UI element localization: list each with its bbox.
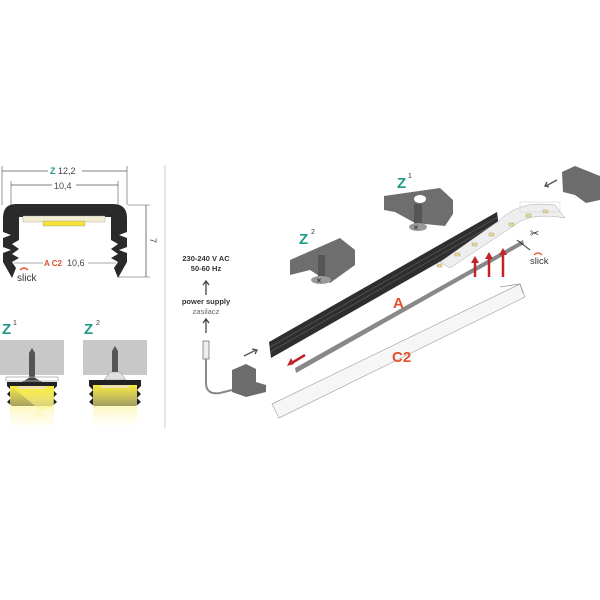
led-chips bbox=[436, 209, 549, 268]
z2-sup: 2 bbox=[96, 320, 100, 327]
voltage-label: 230-240 V AC bbox=[182, 254, 230, 263]
profile-outline bbox=[3, 204, 127, 278]
assembly-view: 230-240 V AC 50-60 Hz power supply zasil… bbox=[182, 166, 600, 419]
end-cap-left bbox=[232, 364, 266, 397]
cross-section: Z 12,2 10,4 7 A C2 10,6 slick bbox=[1, 164, 158, 284]
slick-logo: slick bbox=[530, 256, 549, 267]
power-cable bbox=[205, 359, 241, 395]
profile-rail bbox=[295, 240, 524, 373]
mounting-clip-z2: ✕ bbox=[290, 238, 355, 285]
arrow-icon bbox=[243, 348, 259, 357]
screw-icon bbox=[112, 346, 118, 373]
slick-logo-arc bbox=[19, 267, 29, 271]
inner-width-value: 10,4 bbox=[54, 181, 72, 191]
profile-label: A bbox=[393, 295, 404, 312]
cover-label: C2 bbox=[392, 349, 411, 366]
frequency-label: 50-60 Hz bbox=[191, 264, 222, 273]
z2-sup: 2 bbox=[311, 229, 315, 236]
outer-width-letter: Z bbox=[50, 166, 56, 176]
z1-sup: 1 bbox=[13, 320, 17, 327]
led-chip bbox=[42, 220, 86, 227]
arrow-up-icon bbox=[202, 279, 210, 295]
mounting-clip-z1: ✕ bbox=[384, 188, 453, 232]
led-strip bbox=[439, 203, 566, 269]
insert-arrows bbox=[287, 248, 507, 366]
svg-text:✕: ✕ bbox=[413, 225, 419, 232]
end-cap-right bbox=[562, 166, 600, 203]
z1-letter: Z bbox=[397, 175, 406, 192]
scissors-icon: ✂ bbox=[530, 228, 539, 240]
height-value: 7 bbox=[148, 238, 158, 243]
slick-logo-arc bbox=[533, 252, 543, 256]
mounting-z1: Z 1 bbox=[0, 320, 64, 426]
svg-text:✕: ✕ bbox=[316, 278, 322, 285]
bottom-letters: A C2 bbox=[44, 259, 62, 268]
z1-sup: 1 bbox=[408, 173, 412, 180]
mounting-z2: Z 2 bbox=[83, 320, 147, 426]
arrow-icon bbox=[543, 179, 558, 188]
bottom-width-value: 10,6 bbox=[67, 258, 85, 268]
outer-width-value: 12,2 bbox=[58, 166, 76, 176]
screw-icon bbox=[29, 348, 35, 377]
diffuser-cover bbox=[271, 283, 526, 419]
connector-plug bbox=[202, 340, 210, 360]
z2-letter: Z bbox=[299, 231, 308, 248]
power-supply-label-pl: zasilacz bbox=[193, 307, 220, 316]
slick-logo: slick bbox=[17, 273, 37, 284]
power-supply-label: power supply bbox=[182, 297, 231, 306]
z2-letter: Z bbox=[84, 321, 93, 338]
z1-letter: Z bbox=[2, 321, 11, 338]
aluminium-profile bbox=[269, 212, 499, 358]
arrow-up-icon bbox=[202, 317, 210, 333]
